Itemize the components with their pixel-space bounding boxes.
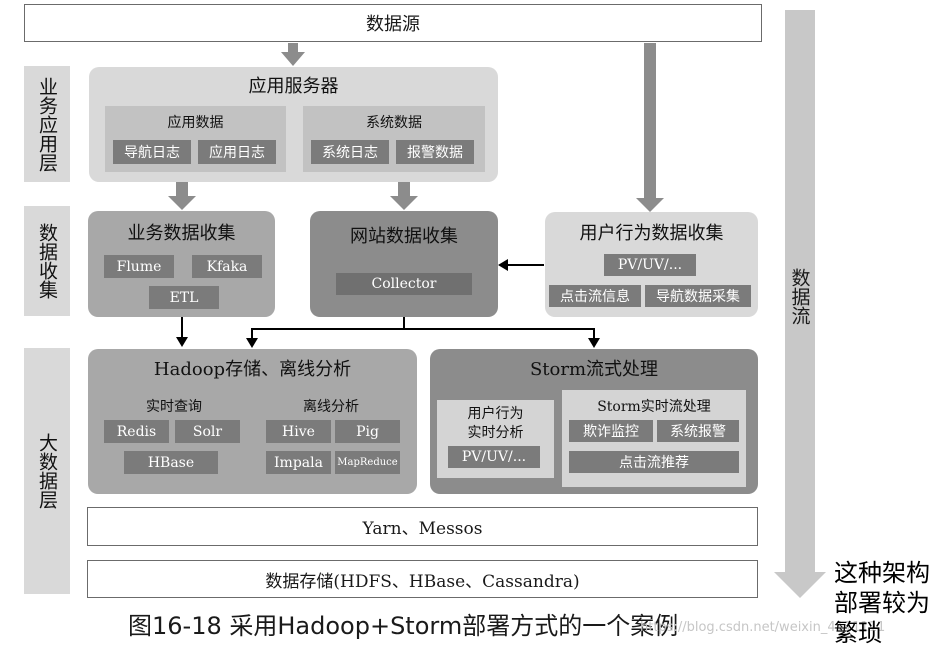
- chip-impala: Impala: [266, 451, 331, 474]
- chip-solr: Solr: [175, 420, 240, 443]
- chip-click-stream: 点击流信息: [549, 285, 641, 307]
- chip-nav-log: 导航日志: [113, 140, 191, 164]
- chip-flume: Flume: [104, 255, 174, 278]
- chip-app-log: 应用日志: [198, 140, 276, 164]
- chip-fraud-monitor: 欺诈监控: [569, 420, 653, 442]
- arrow-app-to-biz: [168, 182, 196, 210]
- storm-stream-title: Storm实时流处理: [597, 399, 711, 415]
- data-source-box: 数据源: [24, 4, 762, 42]
- arrow-web-to-storm: [404, 328, 595, 341]
- side-note: 这种架构 部署较为 繁琐: [834, 558, 944, 648]
- side-note-line-1: 这种架构: [834, 559, 930, 587]
- web-collect-title: 网站数据收集: [350, 226, 458, 247]
- layer-label-bigdata: 大数据层: [24, 348, 70, 594]
- offline-title: 离线分析: [303, 399, 359, 415]
- chip-alarm-data: 报警数据: [396, 140, 474, 164]
- chip-sys-log: 系统日志: [311, 140, 389, 164]
- arrowhead-web-to-storm: [588, 338, 600, 348]
- side-note-line-2: 部署较为: [834, 589, 930, 617]
- user-collect-title: 用户行为数据收集: [579, 223, 724, 244]
- layer-label-app: 业务应用层: [24, 66, 70, 182]
- storm-title: Storm流式处理: [529, 359, 659, 380]
- chip-nav-collect: 导航数据采集: [645, 285, 751, 307]
- app-server-title: 应用服务器: [248, 76, 339, 97]
- chip-mapreduce: MapReduce: [335, 451, 400, 474]
- storage-box: 数据存储(HDFS、HBase、Cassandra): [87, 560, 758, 598]
- chip-hbase: HBase: [124, 451, 218, 474]
- side-note-line-3: 繁琐: [834, 619, 882, 647]
- hadoop-title: Hadoop存储、离线分析: [153, 359, 352, 380]
- arrow-app-to-web: [390, 182, 418, 210]
- yarn-box: Yarn、Messos: [87, 507, 758, 546]
- watermark: https://blog.csdn.net/weixin_4111111: [640, 620, 886, 635]
- chip-redis: Redis: [104, 420, 169, 443]
- layer-label-collect: 数据收集: [24, 206, 70, 316]
- arrow-source-to-user: [636, 43, 664, 212]
- biz-collect-title: 业务数据收集: [127, 223, 236, 244]
- chip-kfaka: Kfaka: [192, 255, 262, 278]
- chip-pvuv: PV/UV/...: [604, 254, 696, 276]
- chip-collector: Collector: [336, 273, 472, 295]
- arrow-source-to-app: [281, 43, 305, 66]
- storm-user-title-2: 实时分析: [467, 424, 524, 441]
- chip-hive: Hive: [266, 420, 331, 443]
- chip-storm-pvuv: PV/UV/...: [448, 446, 540, 468]
- chip-pig: Pig: [335, 420, 400, 443]
- figure-caption: 图16-18 采用Hadoop+Storm部署方式的一个案例: [128, 612, 679, 640]
- chip-etl: ETL: [149, 286, 219, 309]
- realtime-query-title: 实时查询: [146, 399, 202, 415]
- arrowhead-web-to-hadoop: [246, 338, 258, 348]
- web-collect-panel: [310, 211, 498, 317]
- layer-label-flow: 数据流: [788, 267, 811, 325]
- storm-user-title-1: 用户行为: [467, 405, 524, 422]
- chip-sys-alarm: 系统报警: [657, 420, 739, 442]
- arrowhead-user-to-web: [498, 259, 508, 271]
- sys-data-title: 系统数据: [366, 115, 422, 131]
- arrowhead-biz-to-hadoop: [176, 337, 188, 347]
- app-data-title: 应用数据: [167, 115, 224, 131]
- data-flow-arrow: [774, 10, 826, 598]
- arrow-web-to-bigdata: [251, 317, 405, 341]
- chip-click-recommend: 点击流推荐: [569, 451, 739, 473]
